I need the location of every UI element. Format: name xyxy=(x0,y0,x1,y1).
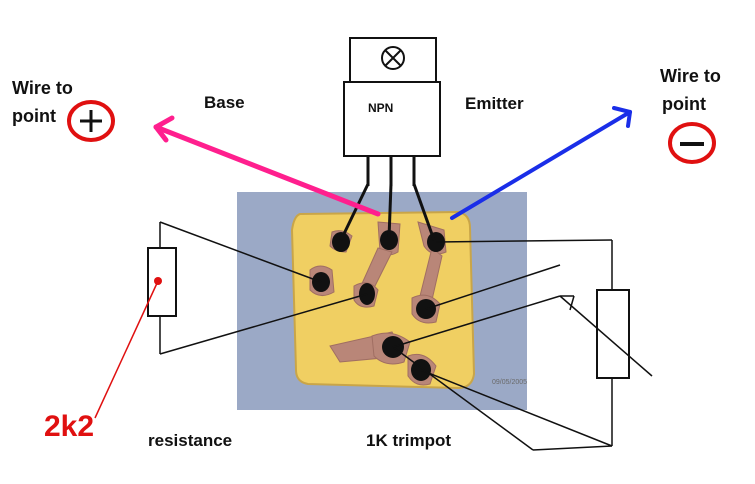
resistance-label: resistance xyxy=(148,431,233,450)
wire-to-plus-label-line2: point xyxy=(12,106,56,126)
emitter-arrow xyxy=(450,106,632,220)
trimpot-1k xyxy=(392,239,653,451)
resistor-value-leader xyxy=(94,280,159,419)
wire-to-minus-label-line1: Wire to xyxy=(660,66,721,86)
resistor-2k2 xyxy=(147,221,368,355)
trimpot-label: 1K trimpot xyxy=(366,431,451,450)
wire-to-plus-label-line1: Wire to xyxy=(12,78,73,98)
svg-text:09/05/2005: 09/05/2005 xyxy=(492,379,527,386)
base-arrow xyxy=(153,115,381,217)
wire-to-minus-label-line2: point xyxy=(662,94,706,114)
solder-pads xyxy=(312,230,445,381)
minus-circle xyxy=(668,122,716,164)
base-label: Base xyxy=(204,93,245,112)
resistor-value-label: 2k2 xyxy=(44,410,95,443)
plus-circle xyxy=(67,100,115,142)
pcb-photo: 09/05/2005 xyxy=(237,192,527,410)
npn-transistor xyxy=(339,37,441,241)
emitter-label: Emitter xyxy=(465,94,524,113)
transistor-type-label: NPN xyxy=(368,101,394,115)
